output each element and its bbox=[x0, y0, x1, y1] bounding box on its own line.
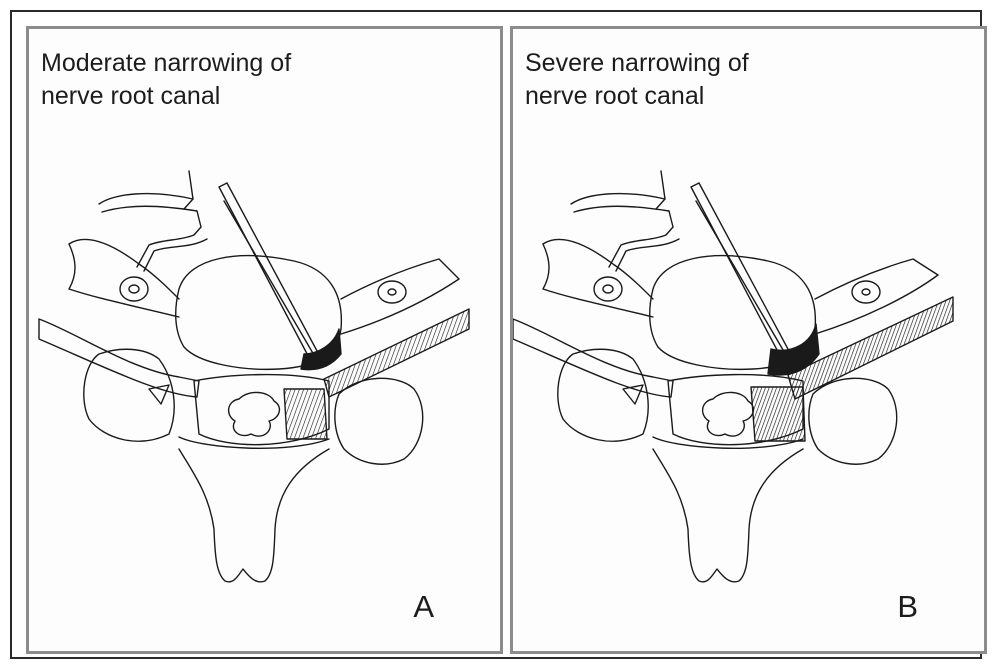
facet-right bbox=[809, 378, 897, 464]
probe-curve-lower bbox=[102, 206, 197, 212]
foramen-left bbox=[120, 277, 148, 301]
probe-shaft bbox=[219, 183, 324, 367]
panel-a-letter: A bbox=[413, 589, 434, 625]
lateral-recess-left bbox=[623, 385, 643, 404]
spinous-process bbox=[653, 449, 803, 582]
probe-handle bbox=[184, 171, 193, 209]
panel-a: Moderate narrowing of nerve root canal bbox=[26, 26, 503, 654]
nerve-root-left bbox=[39, 319, 199, 397]
probe-shaft bbox=[691, 183, 796, 367]
foramen-right bbox=[852, 281, 880, 303]
nerve-root-left bbox=[513, 319, 673, 397]
foramen-right bbox=[378, 281, 406, 303]
lateral-recess-left bbox=[149, 385, 169, 404]
narrowed-canal-shading bbox=[751, 387, 805, 441]
panel-b-letter: B bbox=[897, 589, 918, 625]
vertebra-drawing-b bbox=[513, 149, 984, 619]
vertebra-drawing-a bbox=[29, 149, 500, 619]
nerve-root-right bbox=[324, 309, 469, 397]
panel-b: Severe narrowing of nerve root canal bbox=[510, 26, 987, 654]
panel-a-caption: Moderate narrowing of nerve root canal bbox=[41, 47, 461, 113]
probe-tip-shadow bbox=[301, 329, 341, 370]
spinal-cord bbox=[229, 392, 280, 436]
facet-left bbox=[558, 349, 648, 441]
spinal-cord bbox=[703, 392, 754, 436]
facet-left bbox=[84, 349, 174, 441]
probe-curve-left bbox=[99, 194, 193, 204]
panel-b-caption: Severe narrowing of nerve root canal bbox=[525, 47, 945, 113]
foramen-left bbox=[594, 277, 622, 301]
probe-handle bbox=[656, 171, 665, 209]
narrowed-canal-shading bbox=[284, 389, 327, 439]
facet-right bbox=[335, 378, 423, 464]
spinous-process bbox=[179, 449, 329, 582]
